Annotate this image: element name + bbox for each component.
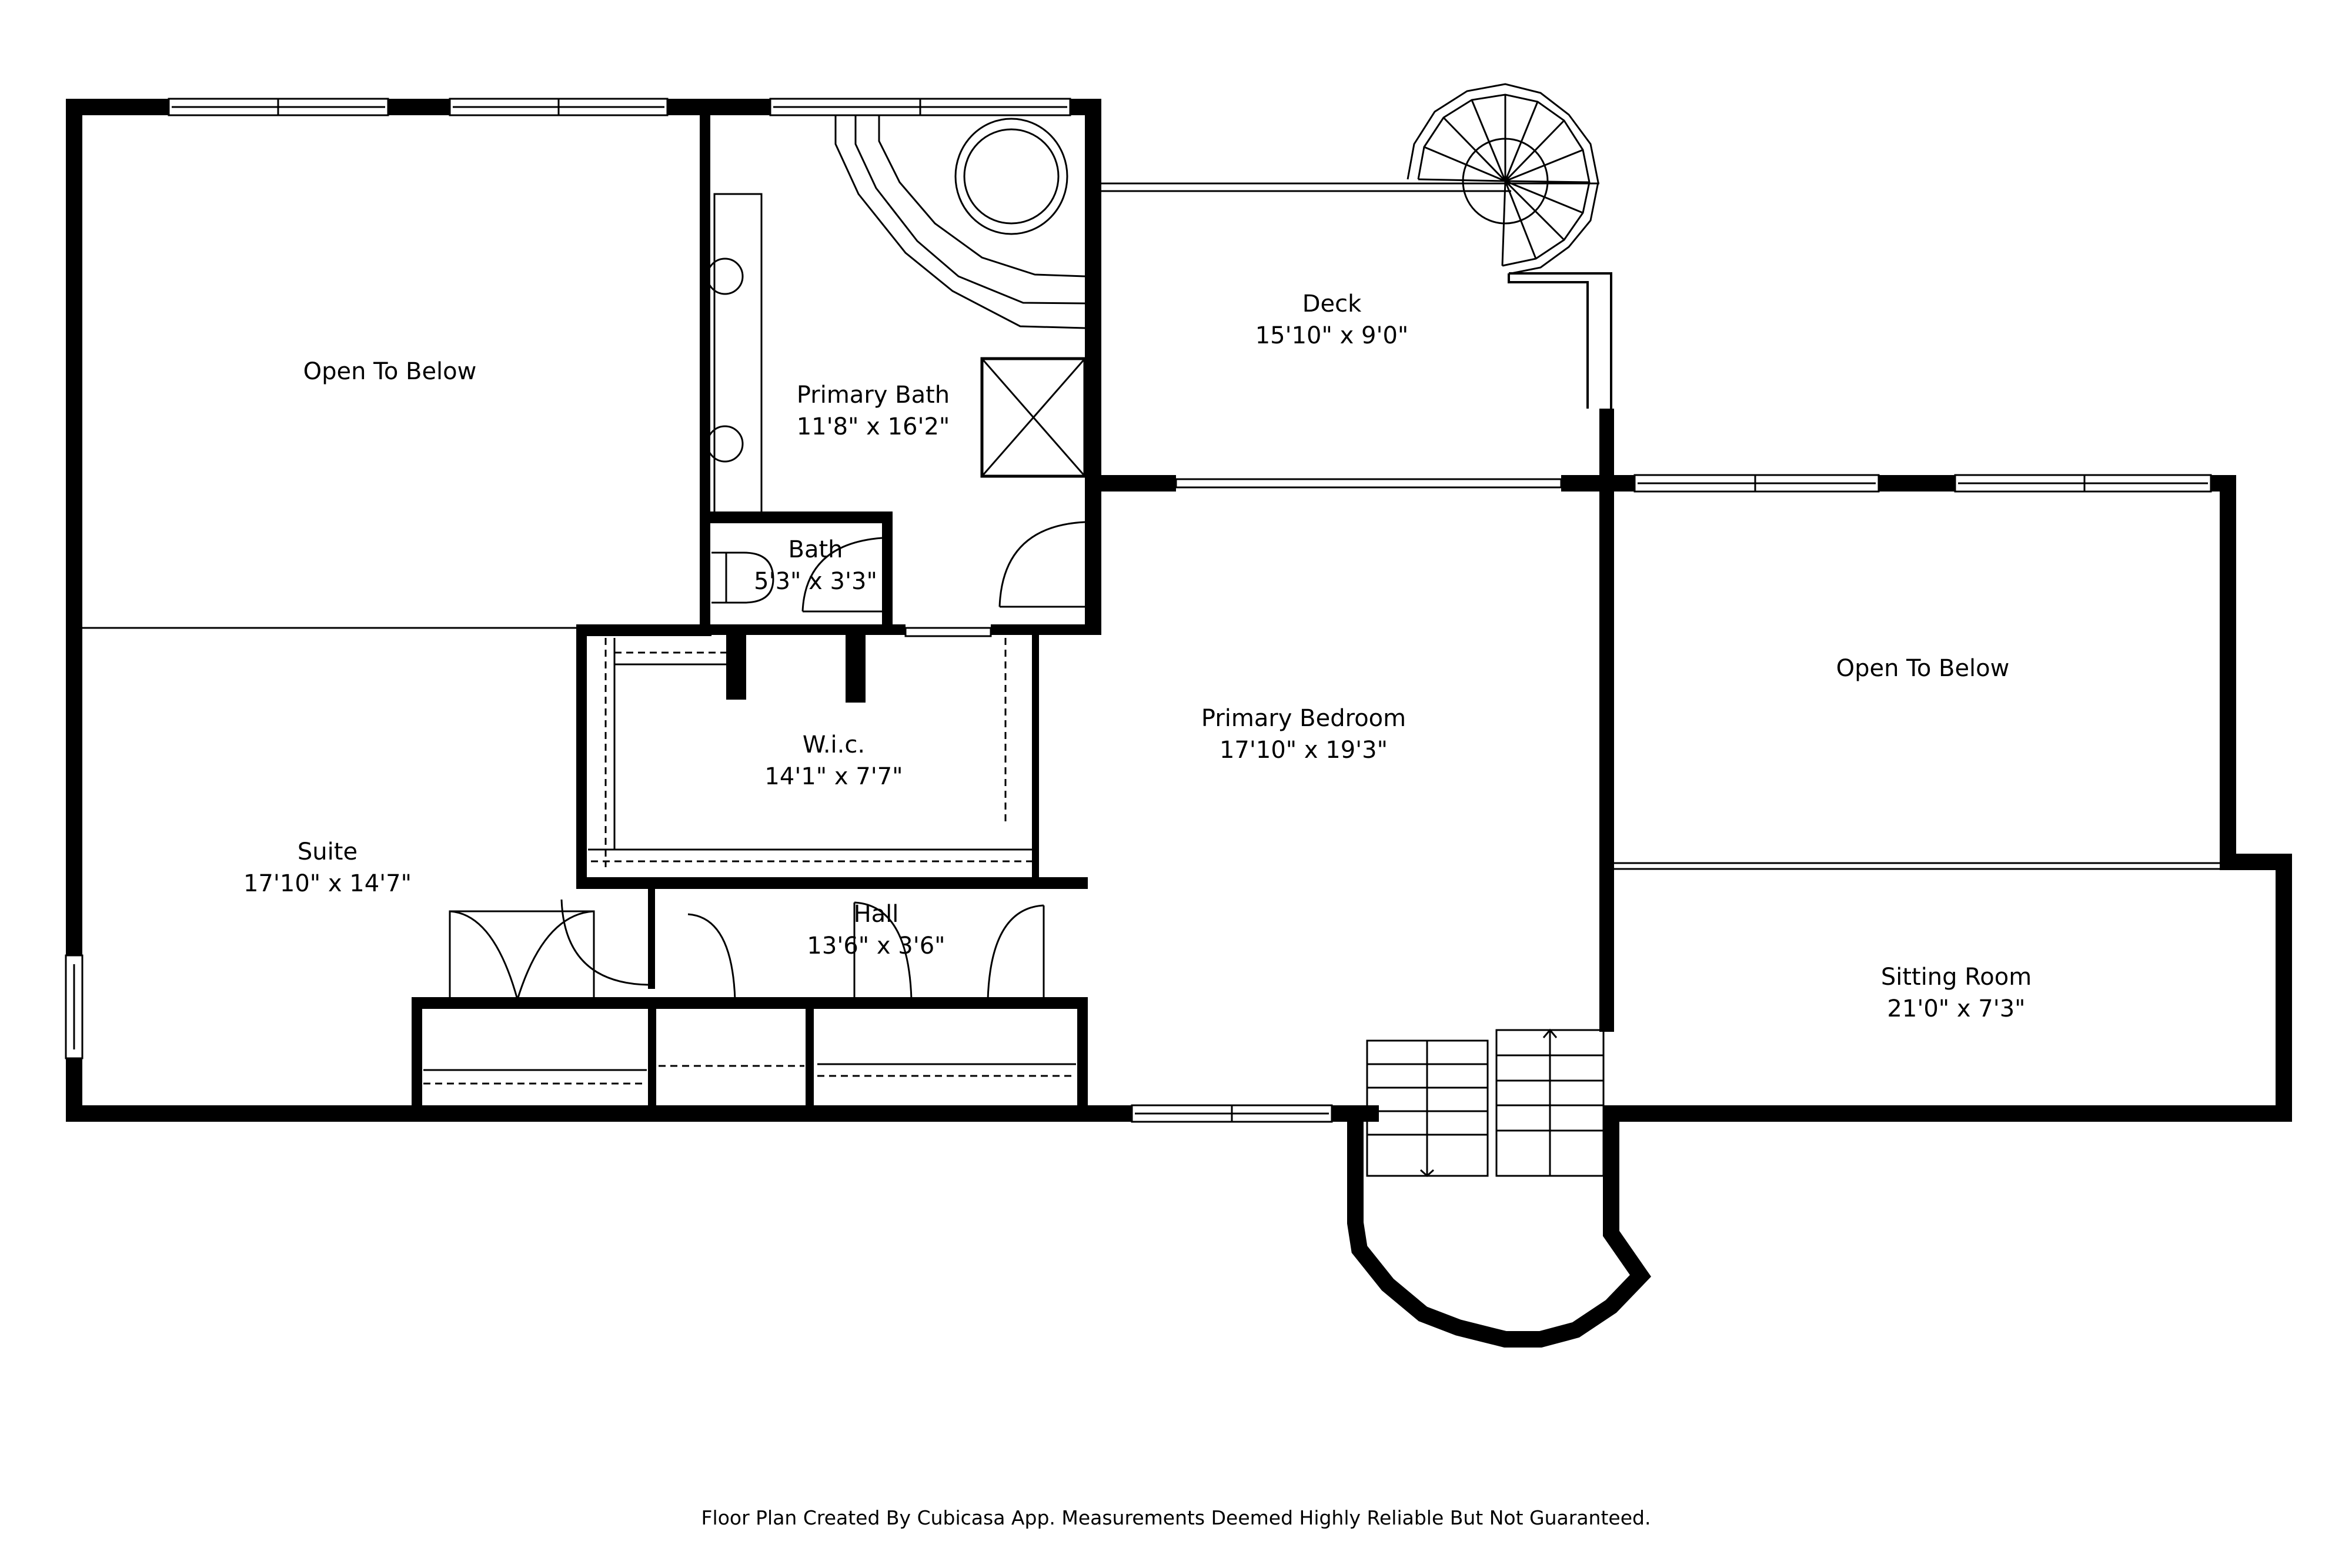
room-name: Primary Bath [796,382,950,409]
room-open-to-below-left: Open To Below [303,356,477,387]
disclaimer-footer: Floor Plan Created By Cubicasa App. Meas… [701,1506,1651,1529]
closet-shelves [423,638,1076,1085]
room-sitting-room: Sitting Room 21'0" x 7'3" [1881,961,2032,1025]
windows [65,98,2212,1123]
room-dimensions: 5'3" x 3'3" [754,568,877,595]
room-name: Bath [788,536,843,563]
room-primary-bedroom: Primary Bedroom 17'10" x 19'3" [1201,703,1406,766]
room-dimensions: 17'10" x 14'7" [243,870,412,897]
room-dimensions: 14'1" x 7'7" [764,763,903,790]
room-name: Open To Below [303,358,477,385]
room-open-to-below-right: Open To Below [1836,653,2010,684]
deck-railing [1508,272,1612,409]
room-dimensions: 15'10" x 9'0" [1255,322,1409,349]
room-name: Primary Bedroom [1201,705,1406,732]
room-deck: Deck 15'10" x 9'0" [1255,288,1409,352]
room-name: Sitting Room [1880,964,2032,991]
room-name: Suite [297,838,358,865]
closet-rods [82,627,2220,1071]
room-dimensions: 11'8" x 16'2" [796,413,950,440]
straight-staircase [1366,1028,1605,1178]
room-name: W.i.c. [802,731,866,758]
stair-bay-wall [1347,1105,1652,1348]
room-hall: Hall 13'6" x 3'6" [807,898,945,962]
room-bath: Bath 5'3" x 3'3" [754,534,877,597]
walls [66,99,2292,1122]
doors [449,521,1085,1001]
room-dimensions: 21'0" x 7'3" [1887,995,2026,1022]
room-wic: W.i.c. 14'1" x 7'7" [764,729,903,793]
room-name: Open To Below [1836,655,2010,682]
room-dimensions: 13'6" x 3'6" [807,932,946,959]
room-primary-bath: Primary Bath 11'8" x 16'2" [797,379,950,443]
room-suite: Suite 17'10" x 14'7" [243,836,412,900]
bath-fixtures [706,115,1087,604]
room-name: Deck [1302,290,1362,317]
spiral-staircase [1406,83,1599,275]
room-dimensions: 17'10" x 19'3" [1219,737,1388,764]
room-name: Hall [853,901,899,928]
